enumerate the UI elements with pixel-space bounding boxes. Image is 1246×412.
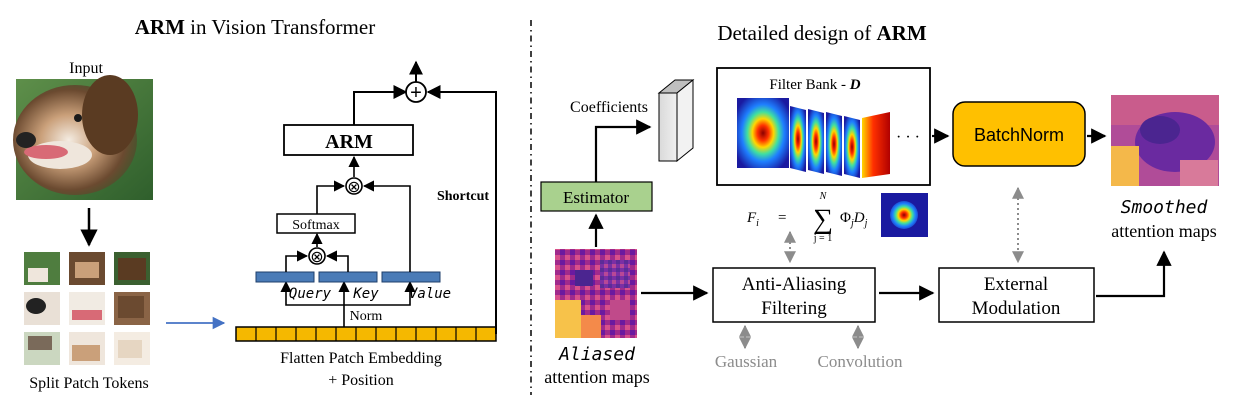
- em-label-line2: Modulation: [972, 298, 1061, 319]
- coefficients-slab: [657, 78, 695, 163]
- softmax-to-mult2: [316, 180, 346, 214]
- softmax-label: Softmax: [292, 218, 339, 233]
- right-panel: Detailed design of ARM Aliased attention…: [540, 21, 1219, 387]
- gaussian-label: Gaussian: [715, 352, 778, 371]
- right-title: Detailed design of ARM: [717, 21, 927, 45]
- query-to-mult: [285, 250, 309, 272]
- embedding-label-line2: + Position: [328, 372, 393, 389]
- attn-multiply-node: [345, 177, 363, 195]
- aliased-word: Aliased: [558, 344, 636, 365]
- svg-text:N: N: [819, 191, 828, 202]
- value-to-mult2: [362, 180, 411, 272]
- modulation-to-smoothed: [1096, 250, 1172, 298]
- em-label-line1: External: [984, 274, 1048, 295]
- smoothed-rest: attention maps: [1111, 221, 1216, 241]
- gaussian-kernel-thumbnail: [881, 193, 928, 237]
- query-block: [255, 271, 315, 283]
- key-block: [318, 271, 378, 283]
- filter-ellipsis: · · ·: [896, 129, 920, 146]
- norm-label: Norm: [350, 309, 383, 324]
- norm-to-query: [280, 280, 344, 306]
- query-label: Query: [289, 286, 332, 302]
- residual-add-symbol: +: [410, 82, 422, 104]
- softmax-block: [276, 213, 356, 234]
- shortcut-path: [426, 85, 497, 334]
- batchnorm-label: BatchNorm: [974, 125, 1064, 145]
- norm-to-value: [344, 280, 416, 306]
- svg-text:ΦjDj: ΦjDj: [840, 210, 868, 229]
- arm-block-label: ARM: [325, 131, 373, 153]
- split-patch-grid: [24, 252, 150, 365]
- aliased-rest: attention maps: [544, 367, 649, 387]
- filter-formula: Fi = N ∑ j = 1 ΦjDj: [746, 191, 868, 244]
- batchnorm-block: [952, 101, 1086, 167]
- qk-multiply-node: [308, 247, 326, 265]
- patch-embedding-bar: [235, 326, 497, 342]
- key-to-mult: [325, 250, 349, 272]
- coefficients-label: Coefficients: [570, 99, 648, 116]
- aa-label-line1: Anti-Aliasing: [742, 274, 847, 295]
- value-block: [381, 271, 441, 283]
- split-label: Split Patch Tokens: [29, 375, 148, 392]
- left-title: ARM in Vision Transformer: [135, 15, 375, 39]
- filter-bank-label: Filter Bank - D: [769, 77, 860, 93]
- smoothed-word: Smoothed: [1121, 197, 1209, 218]
- key-label: Key: [352, 286, 379, 302]
- value-label: Value: [409, 286, 451, 302]
- svg-text:Fi: Fi: [746, 210, 759, 229]
- embedding-label-line1: Flatten Patch Embedding: [280, 350, 442, 367]
- aa-label-line2: Filtering: [761, 298, 827, 319]
- arm-to-add: [353, 85, 408, 125]
- shortcut-label: Shortcut: [437, 189, 489, 204]
- arm-block: [283, 124, 414, 156]
- smoothed-attention-map: [1111, 95, 1219, 186]
- svg-text:j = 1: j = 1: [813, 233, 832, 244]
- attn-multiply-symbol: ⊗: [347, 179, 360, 196]
- anti-aliasing-block: [712, 267, 876, 323]
- filter-kernels: [737, 98, 890, 178]
- estimator-label: Estimator: [563, 188, 629, 207]
- convolution-label: Convolution: [817, 352, 903, 371]
- aliased-attention-map: [555, 249, 637, 338]
- qk-multiply-symbol: ⊗: [310, 249, 323, 266]
- external-modulation-block: [938, 267, 1095, 323]
- left-panel: ARM in Vision Transformer Input: [13, 15, 497, 392]
- svg-text:∑: ∑: [813, 204, 833, 235]
- svg-text:=: =: [778, 210, 786, 226]
- input-label: Input: [69, 60, 103, 77]
- input-image: [13, 75, 153, 200]
- estimator-to-coefficients: [594, 119, 652, 182]
